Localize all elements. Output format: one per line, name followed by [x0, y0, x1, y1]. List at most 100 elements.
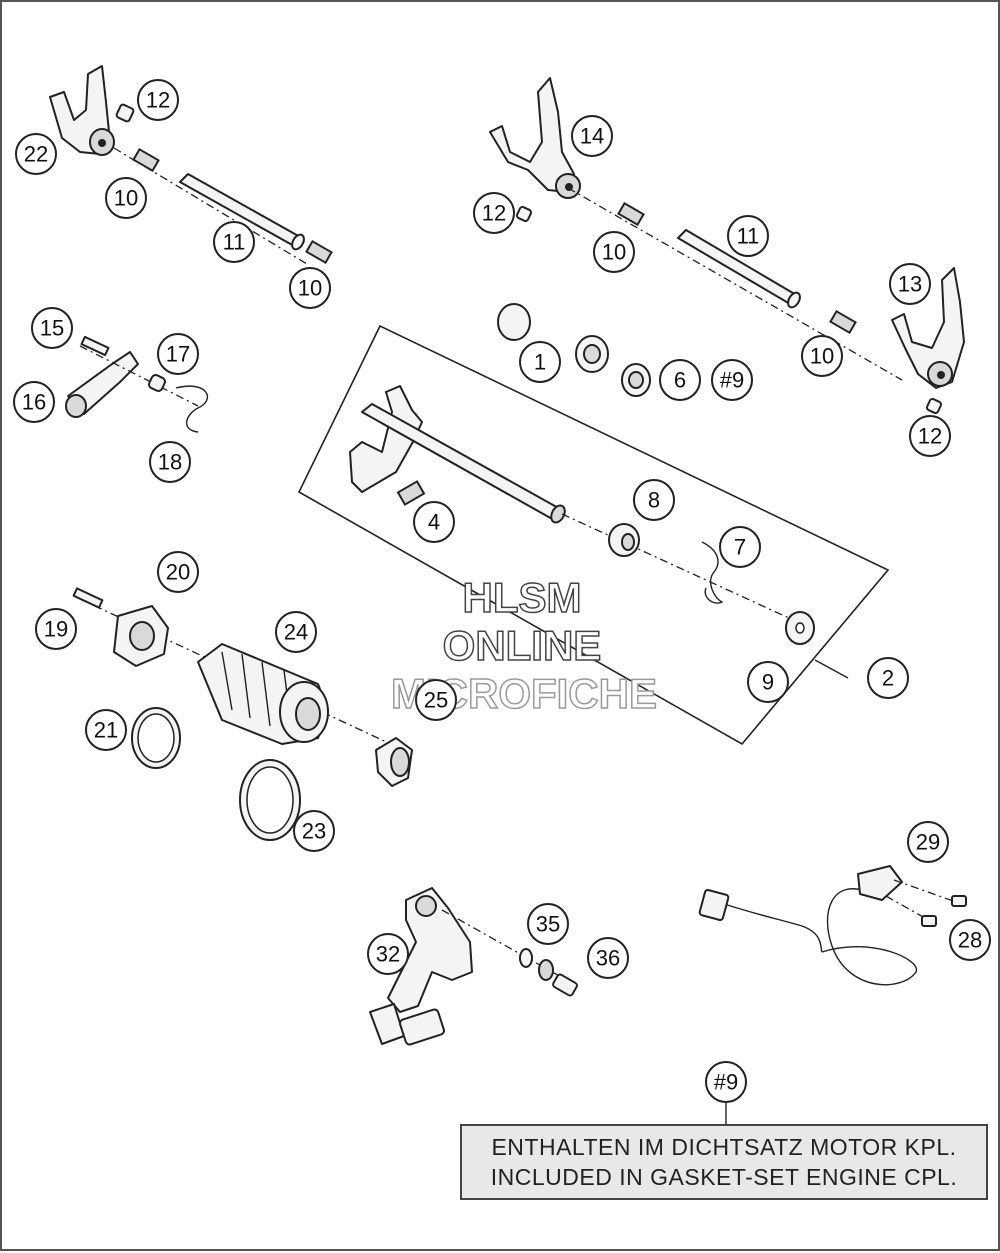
svg-text:1: 1: [534, 350, 546, 375]
bolt-19: [72, 587, 104, 609]
pin-12c: [926, 398, 942, 414]
callout-9-note[interactable]: #9: [705, 1061, 747, 1103]
callout-2[interactable]: 2: [867, 657, 909, 699]
shift-star-20: [113, 605, 169, 667]
svg-text:13: 13: [898, 272, 922, 297]
callout-20[interactable]: 20: [157, 551, 199, 593]
svg-text:12: 12: [146, 88, 170, 113]
watermark-online: ONLINE: [443, 622, 602, 669]
callout-8[interactable]: 8: [633, 479, 675, 521]
svg-text:15: 15: [40, 316, 64, 341]
callout-9-ref[interactable]: #9: [711, 359, 753, 401]
callout-25[interactable]: 25: [415, 679, 457, 721]
callout-11a[interactable]: 11: [213, 221, 255, 263]
svg-text:10: 10: [298, 276, 322, 301]
callout-7[interactable]: 7: [719, 526, 761, 568]
note-line-en: INCLUDED IN GASKET-SET ENGINE CPL.: [490, 1164, 958, 1190]
bolt-15: [80, 335, 110, 357]
svg-text:10: 10: [602, 240, 626, 265]
screw-28b: [921, 915, 937, 927]
svg-text:16: 16: [22, 390, 46, 415]
spring-10b: [305, 239, 333, 265]
callout-6[interactable]: 6: [659, 359, 701, 401]
pin-12b: [516, 206, 532, 222]
callout-10a[interactable]: 10: [105, 177, 147, 219]
bolt-36: [538, 959, 578, 997]
bearing-23: [239, 759, 301, 841]
callout-28[interactable]: 28: [949, 919, 991, 961]
callout-14[interactable]: 14: [571, 115, 613, 157]
callout-17[interactable]: 17: [157, 333, 199, 375]
svg-text:11: 11: [223, 230, 246, 255]
torsion-spring-18: [175, 385, 209, 433]
svg-text:10: 10: [810, 344, 834, 369]
svg-text:12: 12: [918, 424, 942, 449]
gear-position-sensor-29: [698, 865, 918, 986]
callout-12c[interactable]: 12: [909, 415, 951, 457]
callout-1[interactable]: 1: [519, 341, 561, 383]
seal-ring-6: [621, 363, 651, 397]
callout-4[interactable]: 4: [413, 501, 455, 543]
svg-text:9: 9: [762, 670, 774, 695]
callout-22[interactable]: 22: [15, 133, 57, 175]
callout-11b[interactable]: 11: [727, 215, 769, 257]
callout-15[interactable]: 15: [31, 307, 73, 349]
callout-10b[interactable]: 10: [289, 267, 331, 309]
shift-fork-13: [891, 267, 965, 389]
spring-10c: [617, 201, 645, 227]
screw-28a: [951, 895, 967, 907]
note-line-de: ENTHALTEN IM DICHTSATZ MOTOR KPL.: [491, 1134, 957, 1160]
callout-36[interactable]: 36: [587, 937, 629, 979]
svg-text:23: 23: [302, 819, 326, 844]
svg-text:#9: #9: [714, 1070, 738, 1095]
shift-drum-24: [197, 643, 329, 745]
svg-text:2: 2: [882, 666, 894, 691]
callout-13[interactable]: 13: [889, 263, 931, 305]
svg-text:22: 22: [24, 142, 48, 167]
svg-text:24: 24: [284, 620, 308, 645]
svg-text:12: 12: [482, 201, 506, 226]
callout-21[interactable]: 21: [85, 709, 127, 751]
svg-text:17: 17: [166, 342, 190, 367]
bearing-21: [131, 707, 181, 769]
shift-shaft: [349, 385, 566, 524]
callout-10c[interactable]: 10: [593, 231, 635, 273]
callout-9[interactable]: 9: [747, 661, 789, 703]
callout-24[interactable]: 24: [275, 611, 317, 653]
svg-text:18: 18: [158, 450, 182, 475]
bushing-17: [148, 374, 166, 392]
svg-text:36: 36: [596, 946, 620, 971]
callout-18[interactable]: 18: [149, 441, 191, 483]
callout-23[interactable]: 23: [293, 810, 335, 852]
callout-32[interactable]: 32: [367, 933, 409, 975]
svg-text:14: 14: [580, 124, 604, 149]
needle-bearing-1: [497, 303, 609, 373]
svg-text:25: 25: [424, 688, 448, 713]
callout-12a[interactable]: 12: [137, 79, 179, 121]
guide-8: [608, 523, 640, 557]
callout-29[interactable]: 29: [907, 821, 949, 863]
spring-4: [396, 480, 426, 506]
shaft-11b: [677, 229, 801, 309]
shift-fork-22: [49, 65, 115, 156]
callout-19[interactable]: 19: [35, 608, 77, 650]
shift-fork-14: [489, 77, 581, 199]
spring-10a: [132, 147, 160, 173]
pin-12a: [115, 103, 135, 123]
washer-9: [785, 611, 815, 645]
callout-10d[interactable]: 10: [801, 335, 843, 377]
callout-16[interactable]: 16: [13, 381, 55, 423]
svg-text:7: 7: [734, 535, 746, 560]
callout-35[interactable]: 35: [527, 903, 569, 945]
svg-text:35: 35: [536, 912, 560, 937]
washer-35: [519, 948, 533, 968]
svg-text:19: 19: [44, 617, 68, 642]
svg-text:6: 6: [674, 368, 686, 393]
svg-text:8: 8: [648, 488, 660, 513]
shift-shaft-assembly-frame: [297, 324, 890, 746]
svg-text:4: 4: [428, 510, 440, 535]
callout-12b[interactable]: 12: [473, 192, 515, 234]
spring-7: [701, 541, 724, 604]
